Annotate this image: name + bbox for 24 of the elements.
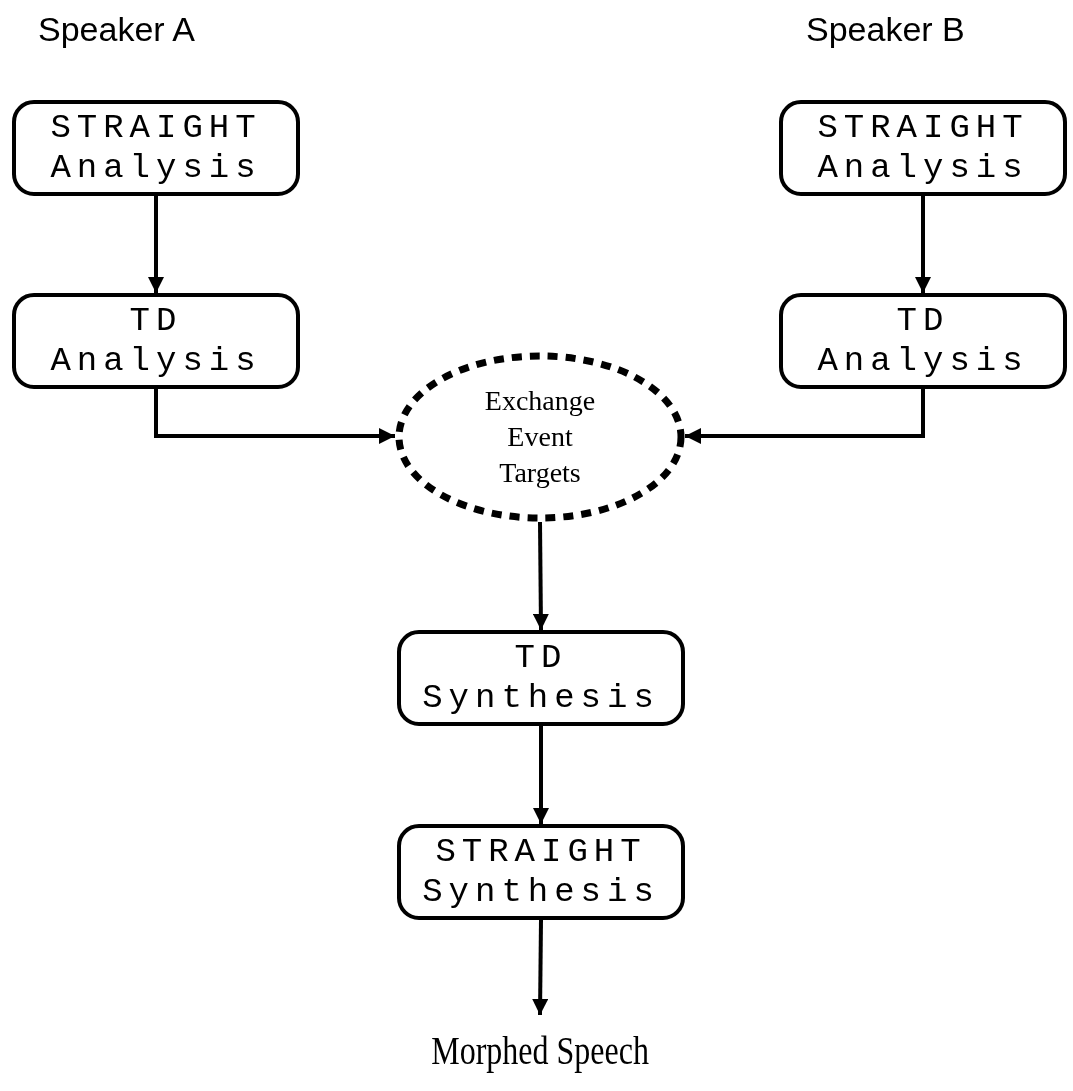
process-box [12,100,300,196]
node-label: TD Analysis [49,301,263,381]
arrow [532,919,549,1016]
process-box [12,293,300,389]
speaker-heading: Speaker B [806,10,965,49]
node-label: TD Analysis [816,301,1030,381]
arrow [148,196,164,293]
process-box [779,293,1067,389]
arrow [533,726,549,824]
node-label: STRAIGHT Analysis [49,108,263,188]
process-box [397,630,685,726]
arrow [915,196,931,293]
process-box [397,824,685,920]
node-label: STRAIGHT Synthesis [421,832,661,912]
arrow [154,389,395,444]
node-label: Morphed Speech [431,1026,649,1074]
node-label: STRAIGHT Analysis [816,108,1030,188]
node-label: Exchange Event Targets [483,384,597,490]
node-label: TD Synthesis [421,638,661,718]
speaker-heading: Speaker A [38,10,195,49]
arrow [685,389,925,444]
dashed-ellipse [395,352,685,522]
process-box [779,100,1067,196]
arrow [532,521,549,631]
